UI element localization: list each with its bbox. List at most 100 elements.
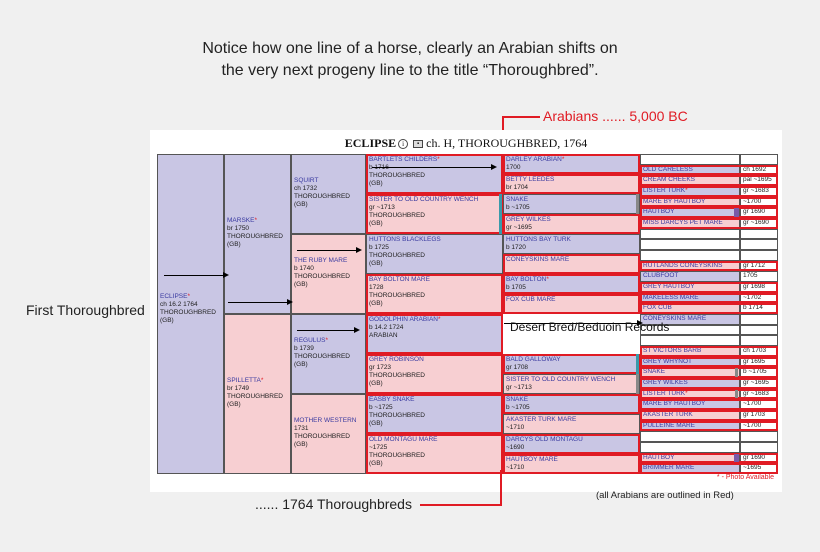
horse-name[interactable]: MARE BY HAUTBOY xyxy=(643,197,706,205)
ancestor-gen5[interactable]: AKASTER TURK MARE~1710 xyxy=(503,414,640,434)
horse-detail: gr ~1695 xyxy=(506,224,532,231)
ancestor-gen6-name[interactable] xyxy=(640,442,740,453)
horse-name[interactable]: GODOLPHIN ARABIAN* xyxy=(369,316,441,323)
ancestor-gen6-value[interactable] xyxy=(740,314,778,325)
horse-name[interactable]: SISTER TO OLD COUNTRY WENCH xyxy=(506,376,616,383)
ancestor-gen6-name[interactable] xyxy=(640,431,740,442)
chart-title-name[interactable]: ECLIPSE xyxy=(344,136,397,150)
arabian-outline xyxy=(640,367,778,378)
horse-detail: ~1700 xyxy=(743,400,762,408)
horse-detail: THOROUGHBRED xyxy=(369,372,425,379)
horse-name[interactable]: AKASTER TURK xyxy=(643,411,693,418)
horse-name[interactable]: LISTER TURK* xyxy=(643,187,688,194)
horse-name[interactable]: HAUTBOY MARE xyxy=(506,456,558,463)
horse-name[interactable]: CREAM CHEEKS xyxy=(643,176,696,184)
info-icon[interactable]: i xyxy=(398,139,409,150)
horse-name[interactable]: BALD GALLOWAY xyxy=(506,356,561,363)
horse-name[interactable]: MAKELESS MARE xyxy=(643,293,699,301)
color-bar xyxy=(734,208,739,217)
horse-name[interactable]: SQUIRT xyxy=(294,177,319,184)
lineage-arrow xyxy=(228,299,293,305)
ancestor-gen6-name[interactable] xyxy=(640,154,740,165)
horse-name[interactable]: HUTTONS BLACKLEGS xyxy=(369,236,441,243)
horse-detail: gr ~1690 xyxy=(743,219,769,226)
horse-name[interactable]: LISTER TURK* xyxy=(643,389,688,397)
horse-name[interactable]: DARCYS OLD MONTAGU xyxy=(506,436,583,443)
horse-name[interactable]: DARLEY ARABIAN* xyxy=(506,156,565,163)
horse-name[interactable]: ECLIPSE* xyxy=(160,293,190,300)
horse-name[interactable]: BRIMMER MARE xyxy=(643,464,695,472)
ancestor-gen6-value[interactable] xyxy=(740,324,778,336)
ancestor-gen6-value[interactable]: 1705 xyxy=(740,271,778,282)
ancestor-gen6-name[interactable] xyxy=(640,239,740,250)
lineage-arrow xyxy=(504,320,643,326)
horse-name[interactable]: GREY ROBINSON xyxy=(369,356,424,363)
ancestor-gen6-name[interactable] xyxy=(640,228,740,240)
horse-name[interactable]: BAY BOLTON* xyxy=(506,276,549,283)
horse-name[interactable]: HAUTBOY xyxy=(643,208,675,216)
horse-name[interactable]: CONEYSKINS MARE xyxy=(643,315,707,322)
horse-name[interactable]: FOX CUB xyxy=(643,304,672,312)
horse-name[interactable]: MISS DARCYS PET MARE xyxy=(643,219,723,226)
ancestor-gen6-name[interactable]: CONEYSKINS MARE xyxy=(640,314,740,325)
horse-name[interactable]: GREY HAUTBOY xyxy=(643,283,695,290)
horse-name[interactable]: GREY WILKES xyxy=(506,216,551,223)
horse-name[interactable]: GREY WILKES xyxy=(643,379,688,386)
camera-icon[interactable]: ▪ xyxy=(413,140,424,149)
ancestor-gen5[interactable] xyxy=(503,314,640,354)
horse-name[interactable]: MARE BY HAUTBOY xyxy=(643,400,706,408)
horse-name[interactable]: SNAKE xyxy=(643,368,666,376)
horse-name[interactable]: SISTER TO OLD COUNTRY WENCH xyxy=(369,196,479,203)
horse-name[interactable]: GREY WHYNOT xyxy=(643,357,692,365)
horse-name[interactable]: RUTLANDS CONEYSKINS xyxy=(643,261,723,269)
horse-name[interactable]: BETTY LEEDES xyxy=(506,176,555,183)
horse-name[interactable]: OLD MONTAGU MARE xyxy=(369,436,438,443)
horse-name[interactable]: ST VICTORS BARB xyxy=(643,347,702,354)
horse-name[interactable]: SNAKE xyxy=(506,196,529,203)
horse-name[interactable]: OLD CARELESS xyxy=(643,165,693,173)
horse-name[interactable]: SPILLETTA* xyxy=(227,377,264,384)
ancestor-gen6-value[interactable] xyxy=(740,442,778,453)
ancestor-gen6-value[interactable] xyxy=(740,228,778,240)
horse-name[interactable]: THE RUBY MARE xyxy=(294,257,348,264)
horse-name[interactable]: BAY BOLTON MARE xyxy=(369,276,430,283)
horse-name[interactable]: FOX CUB MARE xyxy=(506,296,556,303)
horse-name[interactable]: PULLEINE MARE xyxy=(643,421,696,429)
ancestor-gen6-value[interactable] xyxy=(740,154,778,165)
horse-name[interactable]: HUTTONS BAY TURK xyxy=(506,236,571,243)
horse-name[interactable]: BARTLETS CHILDERS* xyxy=(369,156,440,163)
ancestor-gen6-name[interactable] xyxy=(640,335,740,346)
ancestor-gen6-name[interactable]: CLUBFOOT xyxy=(640,271,740,282)
horse-name[interactable]: REGULUS* xyxy=(294,337,328,344)
ancestor-gen6-value[interactable] xyxy=(740,335,778,346)
horse-name[interactable]: SNAKE xyxy=(506,396,529,403)
horse-name[interactable]: MOTHER WESTERN xyxy=(294,417,357,424)
ancestor-gen6-value[interactable] xyxy=(740,431,778,442)
horse-name[interactable]: CLUBFOOT xyxy=(643,272,679,280)
horse-name[interactable]: MARSKE* xyxy=(227,217,257,224)
horse-name[interactable]: AKASTER TURK MARE xyxy=(506,416,577,423)
ancestor-gen6-name[interactable] xyxy=(640,324,740,336)
ancestor-gen6-value[interactable] xyxy=(740,250,778,261)
horse-name[interactable]: HAUTBOY xyxy=(643,453,675,461)
ancestor-gen6-name[interactable] xyxy=(640,250,740,261)
horse-name[interactable]: CONEYSKINS MARE xyxy=(506,256,570,263)
ancestor-gen6-value[interactable] xyxy=(740,239,778,250)
horse-name[interactable]: EASBY SNAKE xyxy=(369,396,415,403)
